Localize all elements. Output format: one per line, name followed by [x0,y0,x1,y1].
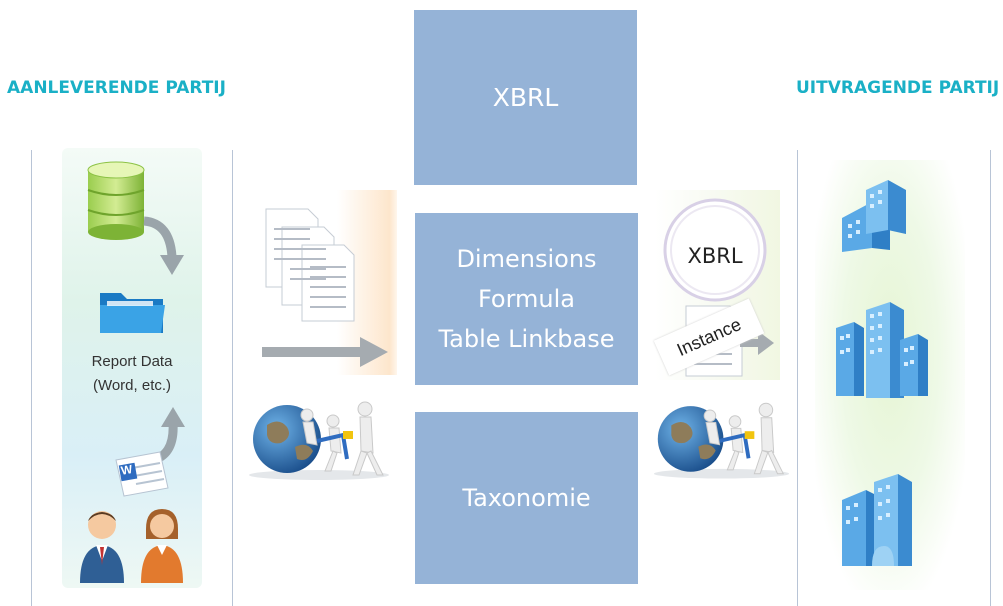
xbrl-box-label: XBRL [492,83,559,112]
businessman-icon [80,511,124,583]
database-icon [87,161,145,240]
globe-team-icon-left [249,401,389,480]
businesswoman-icon [141,509,183,583]
specifications-box: Dimensions Formula Table Linkbase [415,213,638,385]
xbrl-box: XBRL [414,10,637,185]
word-document-icon [115,451,169,497]
office-building-icon-top [842,180,906,252]
skyscrapers-icon [836,302,928,398]
instance-arrow-icon [740,331,774,355]
taxonomy-box-label: Taxonomie [462,484,591,512]
left-inner-divider [232,150,233,606]
right-party-label: UITVRAGENDE PARTIJ [796,78,1000,98]
globe-team-icon-right [653,402,790,479]
report-data-line1: Report Data [91,353,173,370]
documents-arrow-icon [262,337,388,367]
word-letter: W [119,462,134,478]
table-linkbase-label: Table Linkbase [438,325,615,353]
xbrl-circle-label: XBRL [687,244,743,268]
left-party-label: AANLEVERENDE PARTIJ [7,78,226,98]
xbrl-circle-icon [663,198,767,302]
curved-arrow-down-icon [143,216,184,275]
left-outer-divider [31,150,32,606]
taxonomy-box: Taxonomie [415,412,638,584]
dimensions-label: Dimensions [456,245,597,273]
right-inner-divider [797,150,798,606]
formula-label: Formula [477,285,576,313]
office-complex-icon [842,474,912,566]
folder-icon [100,293,165,333]
report-data-text: Report Data (Word, etc.) [62,350,202,398]
report-data-line2: (Word, etc.) [92,377,172,394]
right-outer-divider [990,150,991,606]
documents-stack-icon [265,208,355,322]
